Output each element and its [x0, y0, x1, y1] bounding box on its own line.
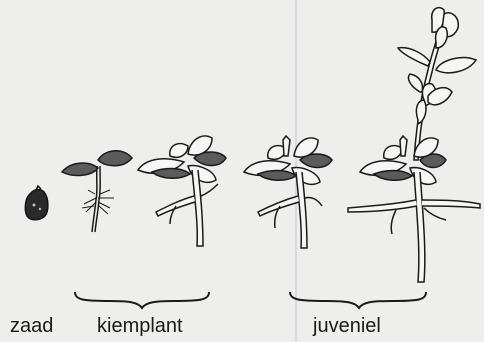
seedling-first-leaves-illustration	[138, 136, 226, 246]
seedling-bracket	[75, 292, 209, 308]
seedling-cotyledons-illustration	[62, 151, 132, 232]
juvenile-bracket	[290, 292, 426, 308]
seed-illustration	[25, 186, 48, 220]
label-seed: zaad	[10, 314, 53, 338]
juvenile-older-plant-illustration	[348, 8, 480, 282]
label-seedling: kiemplant	[97, 314, 183, 338]
juvenile-plant-illustration	[244, 136, 332, 248]
label-juvenile: juveniel	[313, 314, 381, 338]
